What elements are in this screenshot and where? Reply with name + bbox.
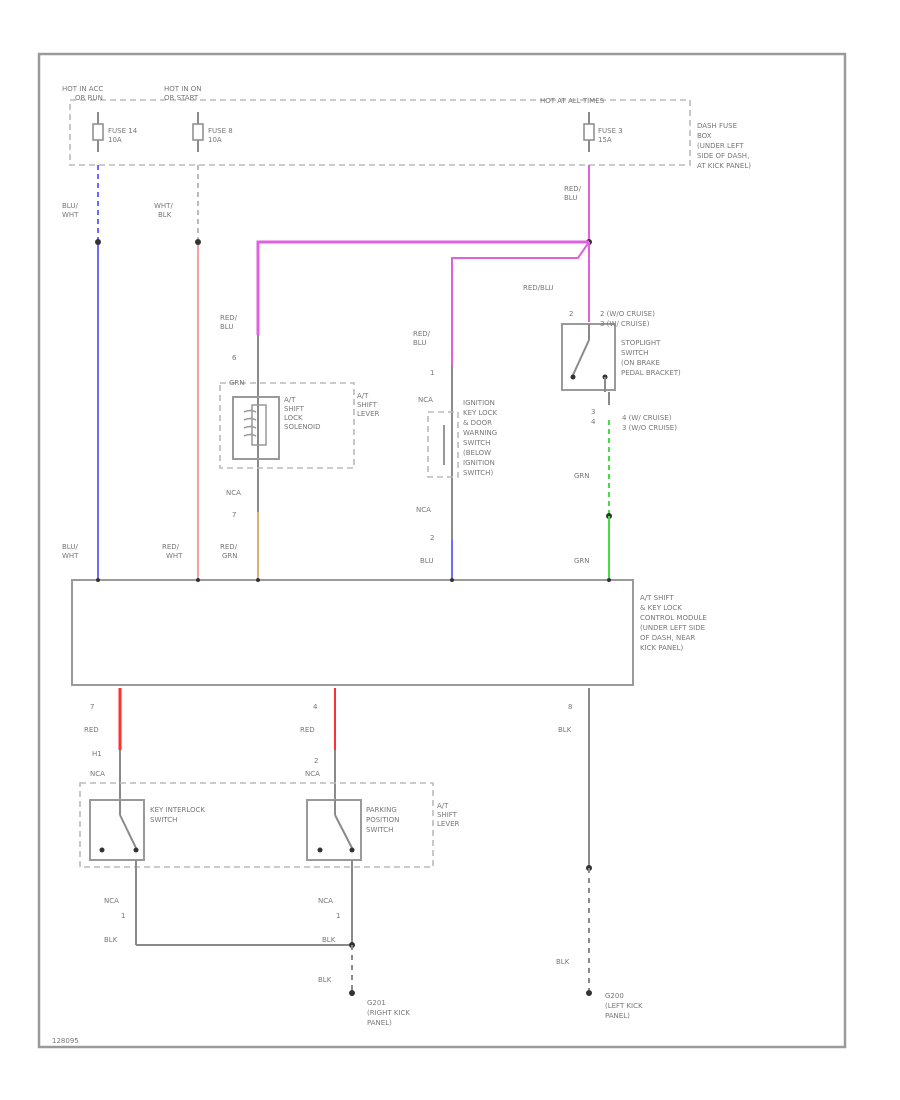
wire-label-blu-wht-bottom: BLU/WHT [62, 543, 79, 560]
pin-park-top: 2 [314, 757, 318, 765]
connector-park-bottom: NCA [318, 897, 333, 905]
connector-key-top: NCA [90, 770, 105, 778]
figure-id: 128095 [52, 1037, 79, 1045]
wire-red-blu-bus [256, 240, 589, 335]
control-module-box [71, 579, 634, 686]
pin-module-right: 8 [568, 703, 572, 711]
park-switch-blade-icon [334, 814, 353, 849]
ground-g201 [349, 990, 355, 996]
shift-lock-solenoid-label: A/T SHIFT LOCK SOLENOID [284, 396, 320, 431]
fuse-box-outline [69, 99, 691, 166]
wire-label-red-blu-fuse3: RED/BLU [564, 185, 582, 202]
connector-ignition-bottom: NCA [416, 506, 431, 514]
wire-label-blk-right: BLK [558, 726, 572, 734]
pin-key-bottom: 1 [121, 912, 125, 920]
module-pin [607, 578, 611, 582]
stoplight-switch-bottom-label: 4 (W/ CRUISE) 3 (W/O CRUISE) [622, 414, 677, 432]
pin-key-top: H1 [92, 750, 102, 758]
wire-label-wht-blk: WHT/BLK [154, 202, 173, 219]
key-switch-contact-dot [99, 847, 105, 853]
wire-label-blk-mid: BLK [322, 936, 336, 944]
connector-solenoid-top: GRN [229, 379, 245, 387]
hot-in-on-label: HOT IN ON OR START [164, 85, 204, 102]
park-switch-contact-dot [349, 847, 355, 853]
connector-solenoid-bottom: NCA [226, 489, 241, 497]
wire-label-grn-bottom: GRN [574, 557, 590, 565]
park-switch-contact-dot [317, 847, 323, 853]
key-switch-blade-icon [119, 814, 137, 849]
shift-lever-outline [219, 382, 355, 469]
module-pin [96, 578, 100, 582]
stoplight-blade-icon [572, 339, 590, 376]
key-switch-contact-dot [133, 847, 139, 853]
shift-lock-solenoid [232, 396, 280, 460]
wire-label-red-wht: RED/WHT [162, 543, 183, 560]
shift-lever-top-label: A/T SHIFT LEVER [357, 392, 380, 418]
hot-at-all-times-label: HOT AT ALL TIMES [540, 97, 605, 105]
wire-label-red-left: RED [84, 726, 99, 734]
module-pin [196, 578, 200, 582]
solenoid-coil-icon [243, 409, 257, 437]
connector-ignition-top: NCA [418, 396, 433, 404]
key-interlock-switch-label: KEY INTERLOCK SWITCH [150, 806, 207, 824]
pin-solenoid-top: 6 [232, 354, 237, 362]
parking-position-switch-label: PARKING POSITION SWITCH [366, 806, 402, 834]
pin-ignition-top: 1 [430, 369, 434, 377]
wire-label-blu: BLU [420, 557, 433, 565]
wire-label-blk-right-lower: BLK [556, 958, 570, 966]
control-module-label: A/T SHIFT & KEY LOCK CONTROL MODULE (UND… [640, 594, 709, 652]
fuse-box-location-label: DASH FUSE BOX (UNDER LEFT SIDE OF DASH, … [697, 122, 752, 170]
shift-lever-bottom-label: A/T SHIFT LEVER [437, 802, 460, 828]
module-pin [450, 578, 454, 582]
pin-module-mid: 4 [313, 703, 318, 711]
stoplight-switch-top-label: 2 (W/O CRUISE) 3 (W/ CRUISE) [600, 310, 657, 328]
wire-label-red-blu-solenoid: RED/BLU [220, 314, 238, 331]
pin-module-left: 7 [90, 703, 94, 711]
module-pin [256, 578, 260, 582]
wire-label-red-blu-branch: RED/BLU [523, 284, 554, 292]
wire-label-red-mid: RED [300, 726, 315, 734]
wire-red-blu-branch [451, 241, 590, 365]
lower-shift-lever-outline [79, 782, 434, 868]
wire-label-blk-left: BLK [104, 936, 118, 944]
stoplight-contact-dot [570, 374, 576, 380]
ground-g201-label: G201 (RIGHT KICK PANEL) [367, 999, 412, 1027]
hot-in-acc-label: HOT IN ACC OR RUN [62, 85, 105, 102]
splice-dot [95, 239, 101, 245]
ignition-switch-label: IGNITION KEY LOCK & DOOR WARNING SWITCH … [463, 399, 499, 477]
ignition-switch-outline [427, 411, 459, 478]
pin-stoplight-top: 2 [569, 310, 573, 318]
wire-label-red-blu-ignition: RED/BLU [413, 330, 431, 347]
key-interlock-switch [89, 799, 145, 861]
solenoid-core-icon [251, 404, 267, 446]
wire-label-grn: GRN [574, 472, 590, 480]
pin-park-bottom: 1 [336, 912, 340, 920]
connector-park-top: NCA [305, 770, 320, 778]
ground-g200-label: G200 (LEFT KICK PANEL) [605, 992, 645, 1020]
wire-label-red-grn: RED/GRN [220, 543, 238, 560]
pin-solenoid-bottom: 7 [232, 511, 236, 519]
splice-dot [195, 239, 201, 245]
connector-key-bottom: NCA [104, 897, 119, 905]
wire-label-blk-mid-lower: BLK [318, 976, 332, 984]
wire-label-blu-wht: BLU/WHT [62, 202, 79, 219]
diagram-frame [37, 52, 847, 1049]
stoplight-switch-label: STOPLIGHT SWITCH (ON BRAKE PEDAL BRACKET… [621, 339, 681, 377]
pin-ignition-bottom: 2 [430, 534, 434, 542]
ground-g200 [586, 990, 592, 996]
